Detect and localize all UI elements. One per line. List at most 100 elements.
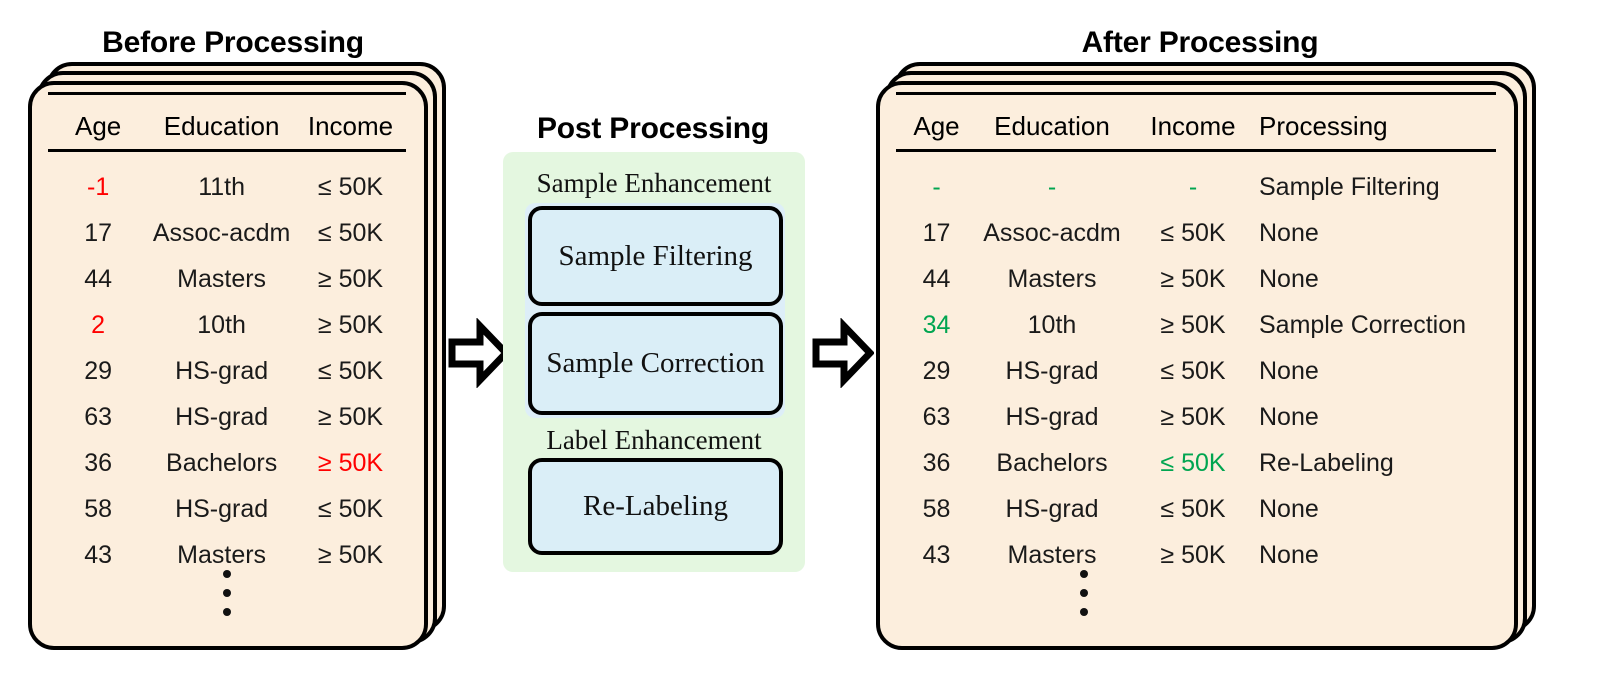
cell-education: Masters [1007, 540, 1097, 569]
cell-age: 29 [922, 356, 951, 385]
table-row: 63 HS-grad ≥ 50K None [896, 394, 1496, 440]
cell-education: HS-grad [175, 494, 269, 523]
cell-age: 44 [922, 264, 951, 293]
table-row: 34 10th ≥ 50K Sample Correction [896, 302, 1496, 348]
cell-income: ≥ 50K [1160, 264, 1226, 293]
table-header-rule [896, 149, 1496, 152]
cell-education: Bachelors [166, 448, 278, 477]
cell-education: Masters [177, 540, 267, 569]
cell-income: ≥ 50K [317, 540, 384, 569]
before-processing-card-stack: Age Education Income -1 11th ≤ 50K 17 Assoc-… [28, 62, 446, 650]
cell-education: HS-grad [1005, 402, 1099, 431]
cell-education: Masters [1007, 264, 1097, 293]
cell-age: 58 [922, 494, 951, 523]
group-label-sample-enhancement: Sample Enhancement [536, 168, 772, 198]
cell-processing: None [1259, 402, 1319, 431]
cell-age: 63 [84, 402, 113, 431]
table-row: - - - Sample Filtering [896, 164, 1496, 210]
table-row: 29 HS-grad ≤ 50K None [896, 348, 1496, 394]
process-box-sample-correction[interactable]: Sample Correction [528, 312, 783, 415]
cell-income: ≤ 50K [317, 218, 384, 247]
column-header-education: Education [994, 111, 1110, 141]
cell-income: ≥ 50K [317, 448, 384, 477]
table-row: 2 10th ≥ 50K [48, 302, 406, 348]
process-box-sample-filtering[interactable]: Sample Filtering [528, 206, 783, 306]
cell-education: Bachelors [996, 448, 1108, 477]
cell-income: ≤ 50K [1160, 356, 1226, 385]
after-processing-card-stack: Age Education Income Processing - - - Sampl… [876, 62, 1536, 650]
cell-income: ≤ 50K [1160, 494, 1226, 523]
group-label-label-enhancement: Label Enhancement [546, 425, 762, 455]
cell-education: - [1047, 172, 1057, 201]
cell-age: 34 [922, 310, 951, 339]
column-header-education: Education [163, 111, 280, 141]
cell-age: 43 [922, 540, 951, 569]
cell-education: 10th [1027, 310, 1077, 339]
cell-income: ≥ 50K [317, 264, 384, 293]
cell-education: Masters [177, 264, 267, 293]
post-processing-title: Post Processing [536, 112, 770, 145]
cell-education: HS-grad [175, 402, 269, 431]
card-sheet-front [876, 81, 1518, 650]
column-header-age: Age [74, 111, 122, 141]
cell-age: -1 [87, 172, 110, 201]
cell-age: 63 [922, 402, 951, 431]
arrow-processing-to-after [812, 317, 875, 389]
cell-processing: None [1259, 356, 1319, 385]
cell-education: HS-grad [175, 356, 269, 385]
table-header-rule [48, 149, 406, 152]
column-header-income: Income [1150, 111, 1236, 141]
cell-processing: Re-Labeling [1259, 448, 1394, 477]
cell-education: 10th [197, 310, 246, 339]
cell-income: ≥ 50K [1160, 310, 1226, 339]
cell-processing: Sample Correction [1259, 310, 1467, 339]
cell-processing: Sample Filtering [1259, 172, 1440, 201]
cell-income: ≥ 50K [1160, 402, 1226, 431]
process-box-re-labeling[interactable]: Re-Labeling [528, 458, 783, 555]
cell-education: HS-grad [1005, 494, 1099, 523]
table-row: 36 Bachelors ≤ 50K Re-Labeling [896, 440, 1496, 486]
cell-income: - [1188, 172, 1198, 201]
cell-age: 29 [84, 356, 113, 385]
table-top-rule [48, 92, 406, 95]
cell-age: 36 [922, 448, 951, 477]
cell-processing: None [1259, 218, 1319, 247]
cell-age: 44 [84, 264, 113, 293]
cell-age: - [932, 172, 941, 201]
cell-education: Assoc-acdm [152, 218, 291, 247]
table-top-rule [896, 92, 1496, 95]
cell-age: 58 [84, 494, 113, 523]
cell-income: ≤ 50K [1160, 448, 1226, 477]
cell-income: ≥ 50K [317, 310, 384, 339]
cell-age: 17 [922, 218, 951, 247]
table-row: 43 Masters ≥ 50K [48, 532, 406, 578]
before-table-ellipsis [48, 570, 406, 616]
cell-income: ≤ 50K [317, 356, 384, 385]
table-row: 17 Assoc-acdm ≤ 50K None [896, 210, 1496, 256]
cell-education: 11th [198, 172, 246, 201]
column-header-income: Income [307, 111, 394, 141]
after-processing-title: After Processing [1081, 26, 1319, 59]
before-processing-table: Age Education Income -1 11th ≤ 50K 17 Assoc-… [48, 92, 406, 632]
after-processing-table: Age Education Income Processing - - - Sampl… [896, 92, 1496, 632]
table-header-row: Age Education Income Processing [896, 104, 1496, 148]
table-row: 44 Masters ≥ 50K [48, 256, 406, 302]
cell-age: 43 [84, 540, 113, 569]
cell-education: Assoc-acdm [983, 218, 1121, 247]
table-row: 29 HS-grad ≤ 50K [48, 348, 406, 394]
cell-income: ≤ 50K [1160, 218, 1226, 247]
cell-education: HS-grad [1005, 356, 1099, 385]
table-row: 17 Assoc-acdm ≤ 50K [48, 210, 406, 256]
before-processing-title: Before Processing [102, 26, 364, 59]
cell-age: 17 [84, 218, 113, 247]
post-processing-panel: Sample Enhancement Sample Filtering Samp… [503, 152, 805, 572]
cell-age: 2 [91, 310, 106, 339]
